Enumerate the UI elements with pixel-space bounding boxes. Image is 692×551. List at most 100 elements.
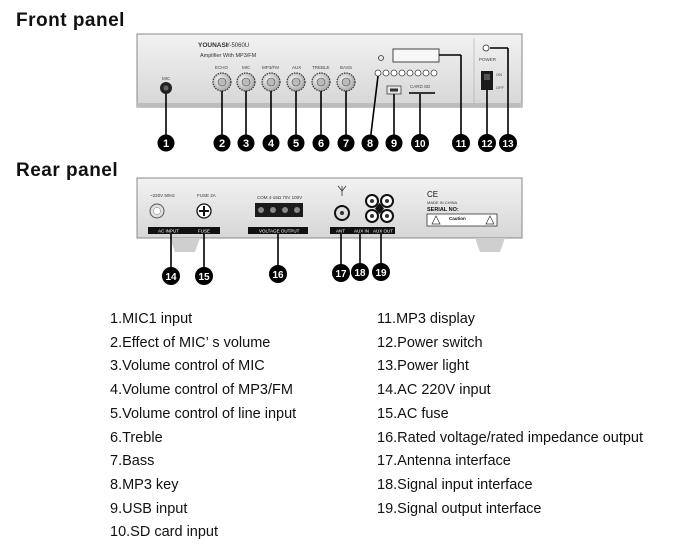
svg-text:7: 7	[343, 138, 349, 150]
fuse-text: FUSE	[198, 229, 210, 234]
svg-text:13: 13	[502, 139, 514, 150]
legend-item-2: 2.Effect of MIC’ s volume	[110, 334, 271, 351]
mp3-key-row	[374, 69, 438, 77]
legend-item-15: 15.AC fuse	[377, 405, 449, 422]
knob-label-echo: ECHO	[215, 65, 229, 70]
sd-label: CARD SD	[410, 84, 431, 89]
warning-icon	[431, 215, 441, 225]
rear-panel-title: Rear panel	[16, 160, 119, 181]
legend-item-5: 5.Volume control of line input	[110, 405, 297, 422]
terminals-label: COM 4-16Ω 70V 100V	[257, 195, 302, 200]
legend-item-12: 12.Power switch	[377, 334, 483, 351]
switch-on-label: ON	[496, 72, 502, 77]
power-light	[482, 44, 490, 52]
svg-text:19: 19	[375, 268, 387, 279]
callout-13: 13	[499, 134, 517, 152]
legend-item-19: 19.Signal output interface	[377, 500, 542, 517]
knob-label-treble: TREBLE	[312, 65, 330, 70]
svg-text:4: 4	[268, 138, 275, 150]
ce-mark: CE	[427, 190, 438, 199]
front-panel: YOUNASI Y-5060U Amplifier With MP3/FM MI…	[136, 33, 523, 108]
shock-warning-icon	[485, 215, 495, 225]
knob-label-aux: AUX	[292, 65, 301, 70]
knob-group: ECHO MIC MP3/FM AUX TREBLE BASS	[212, 65, 356, 92]
legend-item-9: 9.USB input	[110, 500, 188, 517]
svg-text:9: 9	[391, 138, 397, 150]
svg-text:1: 1	[163, 138, 169, 150]
svg-text:16: 16	[272, 270, 284, 281]
antenna-icon	[337, 185, 347, 196]
legend-item-7: 7.Bass	[110, 453, 155, 470]
model-label: Y-5060U	[226, 43, 249, 49]
mp3-display	[392, 48, 440, 63]
voltage-output-band	[248, 227, 308, 234]
legend-item-16: 16.Rated voltage/rated impedance output	[377, 429, 644, 446]
svg-text:2: 2	[219, 138, 225, 150]
callout-12: 12	[478, 134, 496, 152]
legend-left: 1.MIC1 input 2.Effect of MIC’ s volume 3…	[110, 308, 296, 545]
rear-panel: ~220V 50Hz FUSE 2A AC INPUT FUSE COM 4-1…	[136, 177, 523, 252]
callout-9: 9	[385, 134, 403, 152]
bluetooth-icon	[378, 55, 384, 61]
svg-text:5: 5	[293, 138, 299, 150]
front-panel-title: Front panel	[16, 10, 125, 31]
left-foot	[170, 238, 200, 252]
legend-right: 11.MP3 display 12.Power switch 13.Power …	[377, 308, 643, 521]
right-foot	[475, 238, 505, 252]
legend-item-10: 10.SD card input	[110, 524, 219, 541]
ac-input-band	[148, 227, 220, 234]
svg-text:10: 10	[414, 139, 426, 150]
fuse-rating-label: FUSE 2A	[197, 193, 216, 198]
ac-input-text: AC INPUT	[158, 229, 179, 234]
legend-item-1: 1.MIC1 input	[110, 311, 193, 327]
svg-text:17: 17	[335, 269, 347, 280]
legend-item-11: 11.MP3 display	[377, 311, 476, 327]
svg-text:6: 6	[318, 138, 324, 150]
subtitle-label: Amplifier With MP3/FM	[200, 53, 257, 59]
voltage-output-text: VOLTAGE OUTPUT	[259, 229, 300, 234]
legend-item-8: 8.MP3 key	[110, 476, 179, 493]
legend-item-3: 3.Volume control of MIC	[110, 358, 265, 375]
rear-callouts: 14 15 16 17 18 19	[162, 263, 390, 285]
power-switch	[481, 71, 493, 90]
svg-text:11: 11	[456, 139, 467, 150]
legend-item-14: 14.AC 220V input	[377, 382, 491, 399]
mic-jack-label: MIC	[162, 76, 171, 81]
sd-card-slot	[409, 92, 435, 94]
svg-text:3: 3	[243, 138, 249, 150]
callout-14: 14	[162, 267, 180, 285]
ac-volt-label: ~220V 50Hz	[150, 193, 176, 198]
made-in-label: MADE IN CHINA	[427, 200, 458, 205]
callout-19: 19	[372, 263, 390, 281]
callout-6: 6	[312, 134, 330, 152]
legend-item-6: 6.Treble	[110, 429, 163, 446]
caution-box	[426, 213, 498, 227]
front-callout-lines	[165, 47, 509, 143]
callout-10: 10	[411, 134, 429, 152]
power-label: POWER	[479, 57, 497, 62]
callout-7: 7	[337, 134, 355, 152]
caution-text: Caution	[449, 216, 466, 221]
svg-text:12: 12	[481, 139, 493, 150]
knob-label-mp3fm: MP3/FM	[262, 65, 279, 70]
signal-band	[330, 227, 395, 234]
mp3-module: CARD SD	[374, 48, 440, 95]
brand-label: YOUNASI	[198, 42, 228, 49]
legend-item-17: 17.Antenna interface	[377, 453, 511, 470]
legend-item-18: 18.Signal input interface	[377, 476, 533, 493]
ant-text: ANT	[336, 229, 345, 234]
svg-text:8: 8	[367, 138, 373, 150]
callout-1: 1	[157, 134, 175, 152]
front-callouts: 1 2 3 4 5 6 7 8 9 10 11 12 13	[157, 134, 517, 152]
legend-item-4: 4.Volume control of MP3/FM	[110, 382, 293, 399]
svg-text:14: 14	[165, 272, 177, 283]
callout-8: 8	[361, 134, 379, 152]
speaker-terminal-block	[255, 203, 303, 217]
knob-label-mic: MIC	[242, 65, 251, 70]
legend-item-13: 13.Power light	[377, 358, 469, 375]
serial-label: SERIAL NO:	[427, 207, 459, 213]
callout-2: 2	[213, 134, 231, 152]
callout-5: 5	[287, 134, 305, 152]
svg-text:15: 15	[198, 272, 210, 283]
